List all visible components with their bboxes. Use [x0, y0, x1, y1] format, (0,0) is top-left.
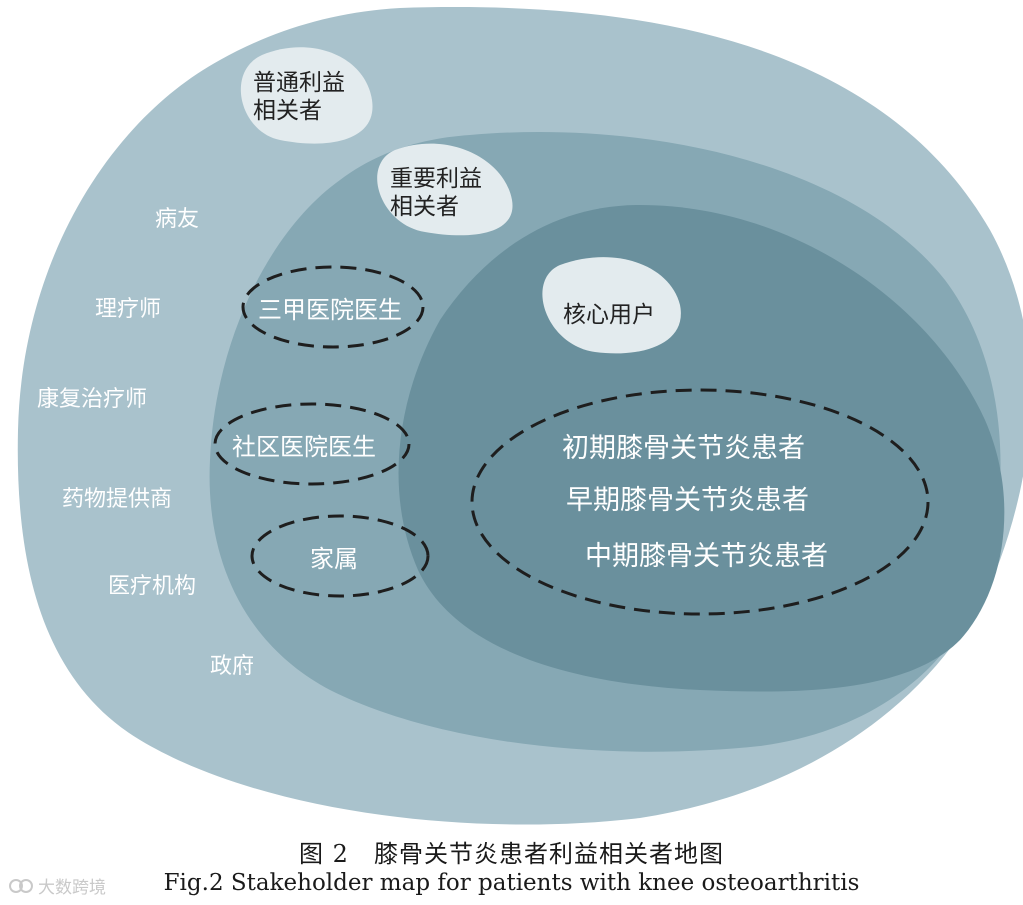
watermark-logo-icon	[9, 878, 33, 893]
stakeholder-map-diagram: 普通利益相关者 重要利益相关者 核心用户 病友 理疗师 康复治疗师 药物提供商 …	[17, 7, 1023, 825]
outer-ring-items: 病友 理疗师 康复治疗师 药物提供商 医疗机构 政府	[37, 207, 254, 679]
inner-ring	[398, 205, 1005, 692]
outer-ring-tag-bg	[240, 47, 373, 144]
watermark: 大数跨境	[8, 873, 106, 898]
community-hospital-doctor-ellipse	[213, 402, 411, 486]
tertiary-hospital-doctor-ellipse	[241, 265, 425, 349]
middle-item: 家属	[310, 545, 358, 573]
core-items: 初期膝骨关节炎患者 早期膝骨关节炎患者 中期膝骨关节炎患者	[562, 433, 828, 572]
core-item: 中期膝骨关节炎患者	[585, 541, 828, 572]
family-ellipse	[250, 514, 430, 598]
middle-ring-items: 三甲医院医生 社区医院医生 家属	[232, 296, 402, 573]
figure-caption-chinese: 图 2 膝骨关节炎患者利益相关者地图	[299, 840, 724, 868]
middle-item: 三甲医院医生	[258, 296, 402, 324]
inner-ring-tag-bg	[542, 257, 681, 354]
middle-ring-tag-label: 重要利益相关者	[390, 166, 482, 220]
inner-ring-tag-label: 核心用户	[563, 302, 655, 328]
core-item: 初期膝骨关节炎患者	[562, 433, 805, 464]
outer-item: 康复治疗师	[37, 387, 147, 412]
figure-caption-english: Fig.2 Stakeholder map for patients with …	[163, 870, 860, 896]
outer-item: 医疗机构	[108, 574, 196, 599]
middle-ring-tag-bg	[377, 143, 513, 236]
outer-item: 理疗师	[95, 297, 161, 322]
outer-ring-tag-label: 普通利益相关者	[253, 70, 345, 124]
outer-item: 药物提供商	[62, 487, 172, 512]
outer-item: 政府	[210, 654, 254, 679]
outer-item: 病友	[155, 207, 199, 232]
middle-item: 社区医院医生	[232, 433, 376, 461]
core-patients-ellipse	[470, 388, 930, 616]
core-item: 早期膝骨关节炎患者	[566, 485, 809, 516]
watermark-text: 大数跨境	[38, 878, 106, 898]
